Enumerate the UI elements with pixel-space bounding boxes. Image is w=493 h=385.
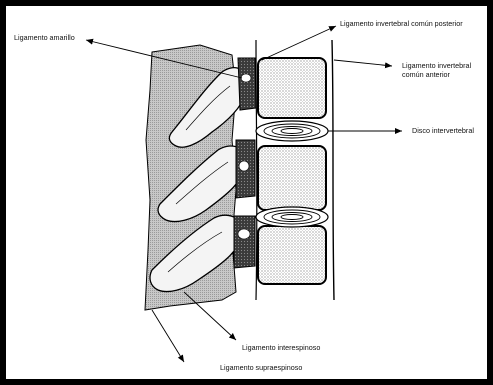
ligamentum-flavum-3 — [234, 216, 255, 268]
vertebral-body-lower — [258, 226, 326, 284]
arrow-supraespinoso — [152, 310, 184, 362]
label-supraespinoso: Ligamento supraespinoso — [220, 363, 302, 372]
label-interespinoso: Ligamento interespinoso — [242, 343, 320, 352]
ligamentum-flavum-1 — [238, 58, 256, 110]
posterior-ligament-line — [256, 40, 257, 300]
arrow-anterior — [334, 60, 392, 66]
label-disco: Disco intervertebral — [412, 126, 474, 135]
label-anterior-line1: Ligamento invertebral — [402, 61, 472, 70]
intervertebral-disc-upper — [256, 121, 328, 141]
anterior-ligament-line — [332, 40, 334, 300]
label-ligamento-amarillo: Ligamento amarillo — [14, 33, 75, 42]
label-posterior: Ligamento invertebral común posterior — [340, 19, 463, 28]
vertebral-body-middle — [258, 146, 326, 210]
vertebral-body-upper — [258, 58, 326, 118]
intervertebral-disc-lower — [256, 207, 328, 227]
arrow-posterior — [262, 26, 336, 60]
label-anterior-line2: común anterior — [402, 70, 451, 79]
